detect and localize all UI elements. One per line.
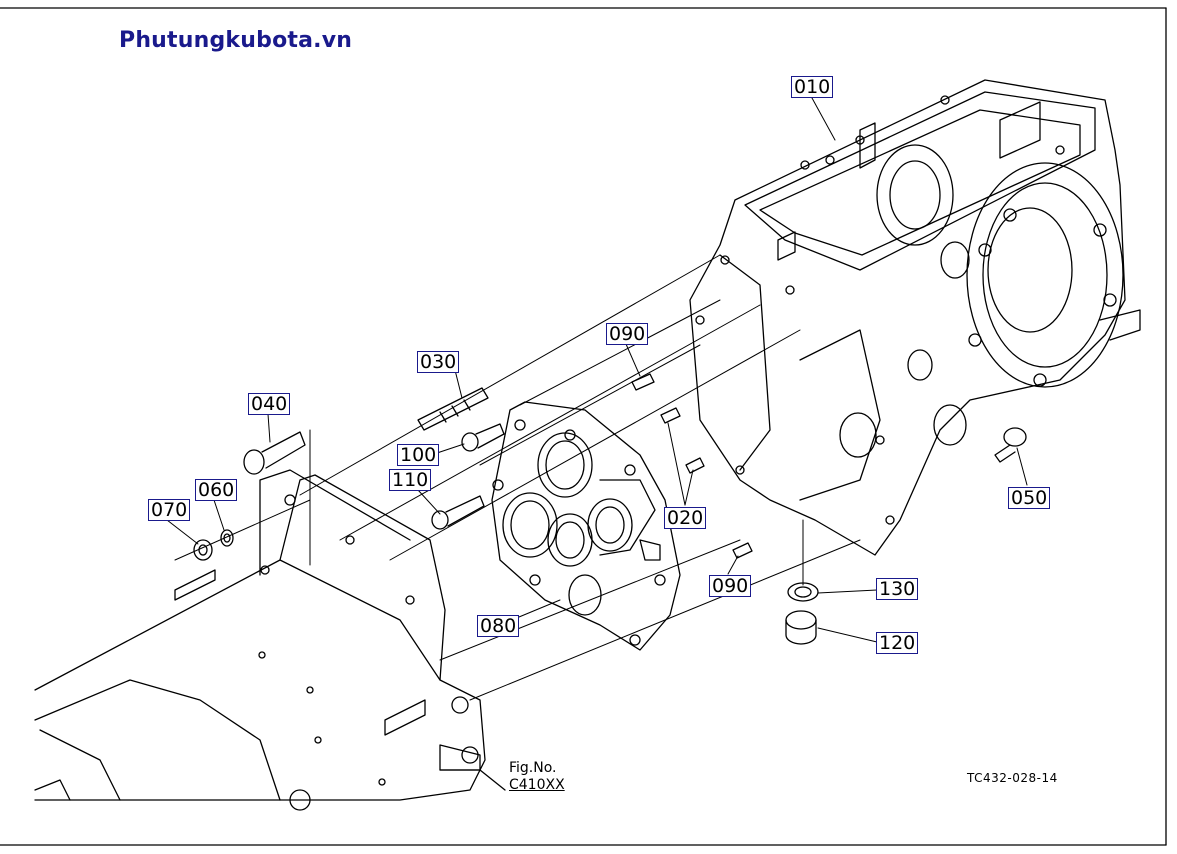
part-callout-110[interactable]: 110 [389, 469, 432, 491]
bolt-100 [461, 423, 505, 452]
part-callout-030[interactable]: 030 [417, 351, 460, 373]
stud-bolt-030 [417, 387, 489, 431]
part-callout-060[interactable]: 060 [195, 479, 238, 501]
part-callout-130[interactable]: 130 [876, 578, 919, 600]
bolt-050 [994, 427, 1027, 463]
assembly-guide-lines [174, 254, 861, 701]
figure-number-caption: Fig.No. [509, 760, 557, 776]
part-callout-090-upper[interactable]: 090 [606, 323, 649, 345]
part-callout-100[interactable]: 100 [397, 444, 440, 466]
cover-plate [491, 401, 681, 651]
figure-number-code: C410XX [509, 777, 565, 793]
drawing-reference-code: TC432-028-14 [967, 771, 1058, 785]
page-border [0, 7, 1167, 846]
front-frame-housing [34, 469, 506, 811]
dowel-pins [631, 373, 753, 559]
bolt-110 [431, 495, 485, 530]
drain-plug-120 [785, 610, 817, 645]
site-title[interactable]: Phutungkubota.vn [119, 28, 353, 53]
bolt-040 [243, 431, 306, 475]
part-callout-050[interactable]: 050 [1008, 487, 1051, 509]
part-callout-070[interactable]: 070 [148, 499, 191, 521]
part-callout-020[interactable]: 020 [664, 507, 707, 529]
nut-070 [193, 539, 213, 561]
figure-number-label: Fig.No. C410XX [509, 760, 565, 794]
transmission-case [689, 79, 1141, 556]
callout-leader-lines [166, 97, 1028, 643]
part-callout-010[interactable]: 010 [791, 76, 834, 98]
part-callout-120[interactable]: 120 [876, 632, 919, 654]
part-callout-090-lower[interactable]: 090 [709, 575, 752, 597]
part-callout-040[interactable]: 040 [248, 393, 291, 415]
washer-060 [220, 529, 234, 547]
seal-washer-130 [787, 582, 819, 602]
part-callout-080[interactable]: 080 [477, 615, 520, 637]
